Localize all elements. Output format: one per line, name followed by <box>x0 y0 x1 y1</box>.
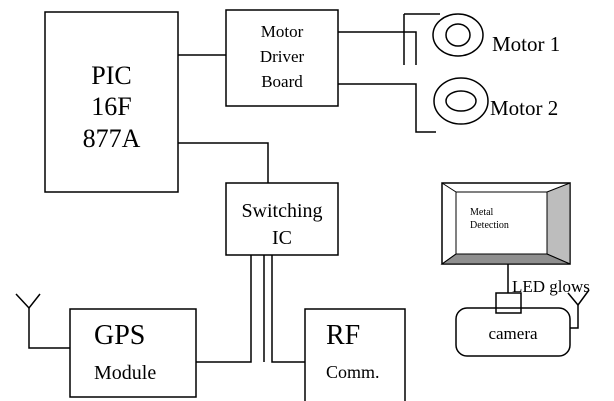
motor1-inner-circle <box>445 23 471 47</box>
motor2-outer-circle <box>433 77 489 125</box>
rf-label-1: RF <box>326 320 361 351</box>
switch-to-gps-line <box>196 255 252 363</box>
switching-label-1: Switching <box>241 200 323 222</box>
camera-antenna-arms <box>567 289 590 307</box>
pic-label-3: 877A <box>82 124 141 153</box>
camera-antenna-wire <box>570 305 579 329</box>
switching-ic-box <box>225 182 339 256</box>
motor-driver-box <box>225 9 339 107</box>
motor1-outer-circle <box>432 13 484 57</box>
rf-label-2: Comm. <box>326 362 380 382</box>
metal-detection-bevel-bl <box>441 253 457 265</box>
motor-driver-label-3: Board <box>261 72 303 91</box>
motor-driver-label-2: Driver <box>259 47 305 66</box>
motor1-wire <box>338 31 417 65</box>
metal-label-2: Detection <box>470 220 509 231</box>
motor2-wire <box>338 83 436 133</box>
metal-detection-bevel-right <box>546 182 571 265</box>
motor-driver-label-1: Motor <box>260 22 304 41</box>
switch-to-rf-line-b <box>271 255 305 363</box>
gps-box <box>69 308 197 398</box>
switching-label-2: IC <box>272 227 292 249</box>
metal-label-1: Metal <box>470 207 494 218</box>
pic-box <box>44 11 179 193</box>
pic-label-2: 16F <box>91 92 132 121</box>
gps-antenna-wire <box>28 308 70 349</box>
led-box <box>495 292 522 314</box>
gps-label-1: GPS <box>94 320 146 351</box>
pic-label-1: PIC <box>91 61 132 90</box>
motor2-label: Motor 2 <box>490 96 559 120</box>
metal-detection-bevel-tl <box>441 182 457 193</box>
metal-detection-bevel-bottom <box>440 253 571 265</box>
pic-to-switch-line <box>178 142 269 183</box>
gps-label-2: Module <box>94 362 157 384</box>
motor1-label: Motor 1 <box>492 32 561 56</box>
rf-box <box>304 308 406 401</box>
camera-box <box>455 307 571 357</box>
motor2-inner-circle <box>445 90 477 112</box>
camera-label: camera <box>488 324 538 343</box>
led-glows-label: LED glows <box>512 277 590 296</box>
gps-antenna-arms <box>15 293 41 310</box>
